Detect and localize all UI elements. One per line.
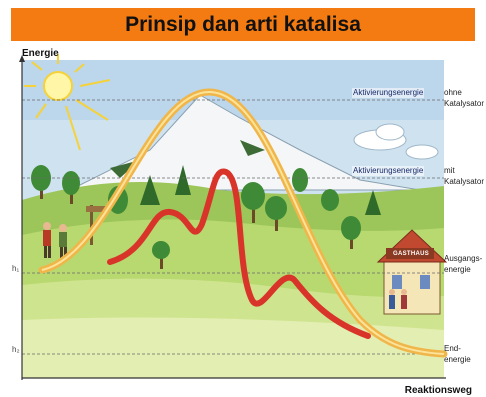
- h2-marker: h₂: [12, 345, 20, 354]
- without-catalyst-label-b: Katalysator: [444, 99, 485, 108]
- without-catalyst-label-a: ohne: [444, 88, 462, 97]
- with-catalyst-label-b: Katalysator: [444, 177, 485, 186]
- cloud-icon: [353, 123, 439, 160]
- h1-marker: h₁: [12, 264, 20, 273]
- start-energy-label-a: Ausgangs-: [444, 254, 483, 263]
- hiker-figures: [43, 222, 407, 309]
- y-axis-label: Energie: [22, 48, 59, 59]
- y-axis-arrow-icon: [19, 55, 25, 62]
- title-bar: Prinsip dan arti katalisa: [11, 8, 475, 41]
- tree-icon: [31, 165, 381, 269]
- x-axis-label: Reaktionsweg: [404, 385, 472, 396]
- activation-energy-label-lower: Aktivierungsenergie: [352, 166, 425, 176]
- bushes-front: [22, 317, 444, 378]
- page-title: Prinsip dan arti katalisa: [125, 12, 361, 36]
- start-energy-label-b: energie: [444, 265, 471, 274]
- activation-energy-label-upper: Aktivierungsenergie: [352, 88, 425, 98]
- catalyzed-reaction-path: [107, 168, 371, 339]
- inn-building: [376, 229, 448, 315]
- inn-sign: GASTHAUS: [393, 251, 430, 257]
- with-catalyst-label-a: mit: [444, 166, 455, 175]
- signpost-icon: [86, 205, 106, 245]
- end-energy-label-b: energie: [444, 355, 471, 364]
- end-energy-label-a: End-: [444, 344, 461, 353]
